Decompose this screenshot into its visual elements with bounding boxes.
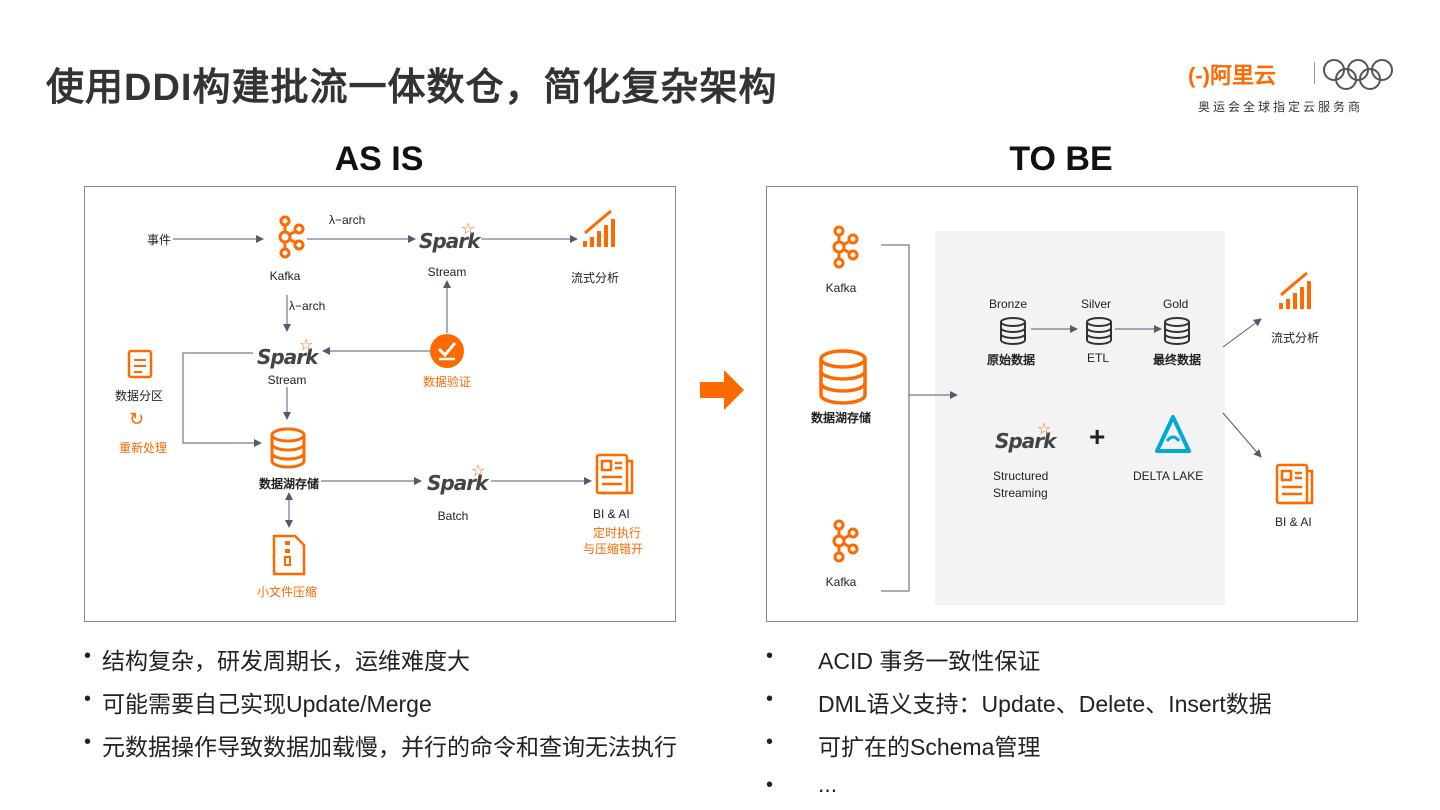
document-icon	[127, 349, 153, 379]
olympic-rings-icon	[1323, 59, 1393, 90]
data-partition-label: 数据分区	[115, 389, 164, 403]
logo-subtitle: 奥运会全球指定云服务商	[1198, 100, 1364, 114]
delta-lake-label: DELTA LAKE	[1133, 469, 1204, 483]
spark-star-icon: ☆	[461, 221, 476, 238]
bi-report-icon	[1275, 463, 1314, 505]
bullet-dot: •	[84, 731, 92, 753]
reprocess-label: 重新处理	[119, 441, 168, 455]
structured-label: Structured	[993, 469, 1049, 483]
delta-lake-icon	[1155, 415, 1191, 453]
kafka-icon	[278, 215, 305, 259]
spark-star-icon: ☆	[299, 337, 314, 354]
scheduled-exec-label: 定时执行	[593, 526, 642, 540]
logo-divider	[1314, 62, 1315, 84]
spark-logo: Spark	[995, 429, 1056, 453]
small-file-compression-label: 小文件压缩	[257, 585, 318, 599]
right-bullet-2: DML语义支持：Update、Delete、Insert数据	[818, 691, 1272, 717]
plus-sign: +	[1089, 421, 1106, 452]
stream-analysis-label: 流式分析	[1271, 331, 1320, 345]
silver-label: Silver	[1081, 297, 1112, 311]
to-be-panel: Kafka 数据湖存储 Kafka Bronze Silver Gold	[766, 186, 1358, 622]
bi-ai-label: BI & AI	[593, 507, 630, 521]
gold-db-icon	[1164, 317, 1190, 345]
left-bullet-1: 结构复杂，研发周期长，运维难度大	[102, 648, 470, 674]
etl-label: ETL	[1087, 351, 1110, 365]
bullet-dot: •	[766, 731, 774, 753]
kafka-top-label: Kafka	[825, 281, 857, 295]
transition-arrow-icon	[700, 370, 744, 410]
bronze-label: Bronze	[989, 297, 1028, 311]
bi-report-icon	[595, 453, 634, 495]
zip-file-icon	[272, 534, 306, 576]
right-bullet-4: ...	[818, 771, 838, 797]
kafka-bottom-label: Kafka	[825, 575, 857, 589]
brand-logo-text: (-)阿里云	[1188, 63, 1276, 88]
event-label: 事件	[147, 233, 172, 247]
database-icon	[819, 349, 867, 405]
as-is-panel: 事件 Kafka λ−arch λ−arch Spark ☆ Stream 流式…	[84, 186, 676, 622]
bullet-dot: •	[766, 645, 774, 667]
page-title: 使用DDI构建批流一体数仓，简化复杂架构	[46, 67, 778, 109]
spark-logo-batch: Spark	[427, 471, 488, 495]
left-bullet-2: 可能需要自己实现Update/Merge	[102, 691, 432, 717]
left-bullet-3: 元数据操作导致数据加载慢，并行的命令和查询无法执行	[102, 734, 677, 760]
bi-ai-label: BI & AI	[1275, 515, 1312, 529]
bullet-dot: •	[766, 688, 774, 710]
database-icon	[270, 427, 306, 469]
bullet-dot: •	[84, 688, 92, 710]
to-be-heading: TO BE	[1009, 140, 1113, 178]
kafka-icon	[832, 225, 859, 269]
gold-label: Gold	[1163, 297, 1189, 311]
bullet-dot: •	[84, 645, 92, 667]
lake-storage-label: 数据湖存储	[259, 477, 320, 491]
stream-top-label: Stream	[427, 265, 467, 279]
streaming-label: Streaming	[993, 486, 1048, 500]
as-is-heading: AS IS	[334, 140, 424, 178]
kafka-icon	[832, 519, 859, 563]
lambda-arch-top-label: λ−arch	[329, 213, 366, 227]
right-bullet-3: 可扩在的Schema管理	[818, 734, 1041, 760]
lake-storage-label: 数据湖存储	[811, 411, 872, 425]
raw-data-label: 原始数据	[987, 353, 1036, 367]
analytics-chart-icon	[583, 209, 615, 247]
spark-star-icon: ☆	[1037, 421, 1052, 438]
data-validation-label: 数据验证	[423, 375, 472, 389]
compression-stagger-label: 与压缩错开	[583, 542, 644, 556]
analytics-chart-icon	[1279, 271, 1311, 309]
validation-check-icon	[430, 334, 464, 368]
bullet-dot: •	[766, 774, 774, 796]
to-be-connectors	[881, 244, 1262, 592]
batch-label: Batch	[437, 509, 469, 523]
stream-mid-label: Stream	[267, 373, 307, 387]
kafka-label: Kafka	[269, 269, 301, 283]
stream-analysis-label: 流式分析	[571, 271, 620, 285]
bronze-db-icon	[1000, 317, 1026, 345]
spark-star-icon: ☆	[471, 463, 486, 480]
delta-engine-area	[935, 231, 1225, 605]
refresh-icon: ↻	[129, 409, 145, 429]
spark-logo-mid: Spark	[257, 345, 318, 369]
as-is-connectors	[173, 235, 592, 528]
final-data-label: 最终数据	[1153, 353, 1202, 367]
spark-logo-top: Spark	[419, 229, 480, 253]
alibaba-cloud-logo: (-)阿里云 奥运会全球指定云服务商	[1188, 58, 1398, 118]
right-bullet-1: ACID 事务一致性保证	[818, 648, 1041, 674]
lambda-arch-left-label: λ−arch	[289, 299, 326, 313]
silver-db-icon	[1086, 317, 1112, 345]
